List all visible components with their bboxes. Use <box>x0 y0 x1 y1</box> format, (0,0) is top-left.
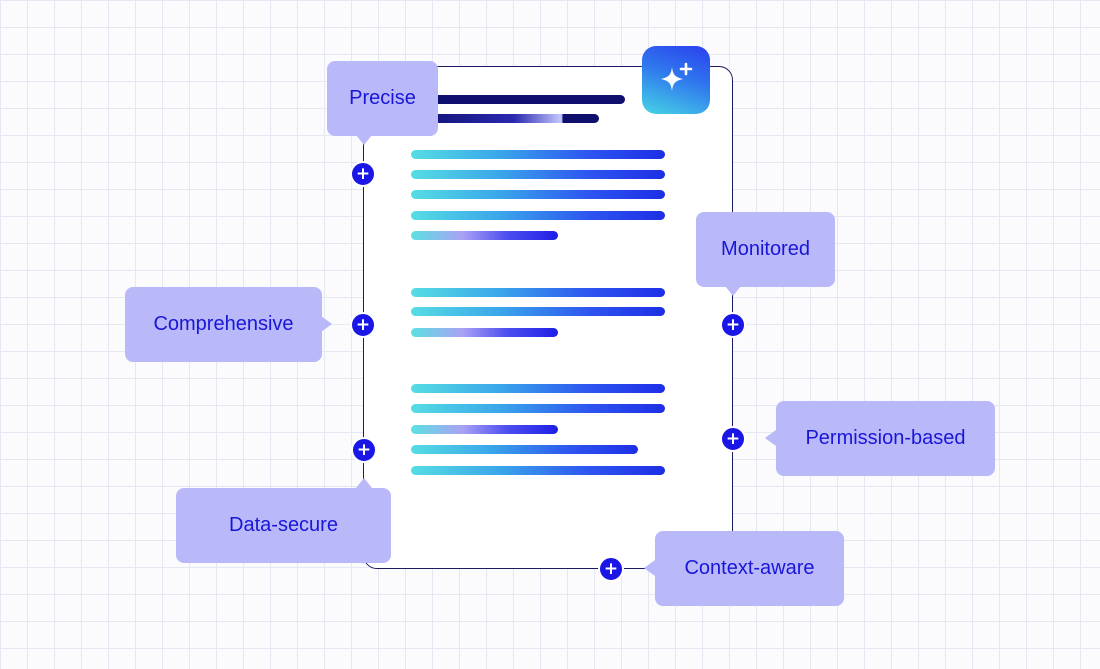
doc-line <box>411 445 638 454</box>
doc-line <box>411 190 665 199</box>
tag-pointer <box>644 560 655 576</box>
tag-pointer <box>321 316 332 332</box>
tag-precise: Precise <box>327 61 438 136</box>
plus-icon[interactable]: + <box>350 161 376 187</box>
tag-precise-label: Precise <box>349 87 416 109</box>
doc-line <box>411 425 558 434</box>
tag-pointer <box>356 135 372 145</box>
tag-permission-based-label: Permission-based <box>805 427 966 449</box>
doc-line <box>411 404 665 413</box>
tag-data-secure: Data-secure <box>176 488 391 563</box>
doc-subtitle-line <box>411 114 599 123</box>
doc-line <box>411 231 558 240</box>
doc-line <box>411 170 665 179</box>
tag-pointer <box>725 286 741 296</box>
doc-line <box>411 288 665 297</box>
doc-line <box>411 384 665 393</box>
doc-title-line <box>411 95 625 104</box>
plus-icon[interactable]: + <box>720 312 746 338</box>
doc-line <box>411 150 665 159</box>
tag-context-aware-label: Context-aware <box>684 557 815 579</box>
doc-line <box>411 466 665 475</box>
tag-monitored: Monitored <box>696 212 835 287</box>
tag-comprehensive: Comprehensive <box>125 287 322 362</box>
plus-icon[interactable]: + <box>598 556 624 582</box>
tag-pointer <box>356 478 372 488</box>
tag-comprehensive-label: Comprehensive <box>153 313 294 335</box>
document-frame <box>363 66 733 569</box>
tag-data-secure-label: Data-secure <box>229 514 338 536</box>
doc-line <box>411 211 665 220</box>
doc-line <box>411 307 665 316</box>
tag-pointer <box>765 430 776 446</box>
plus-icon[interactable]: + <box>350 312 376 338</box>
plus-icon[interactable]: + <box>351 437 377 463</box>
tag-monitored-label: Monitored <box>721 238 810 260</box>
sparkle-icon <box>642 46 710 114</box>
doc-line <box>411 328 558 337</box>
plus-icon[interactable]: + <box>720 426 746 452</box>
tag-context-aware: Context-aware <box>655 531 844 606</box>
tag-permission-based: Permission-based <box>776 401 995 476</box>
